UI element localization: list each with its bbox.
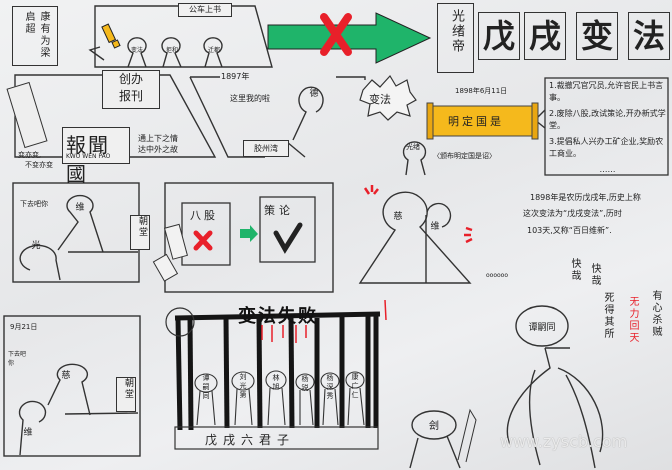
petition-head-label: 变法 <box>130 47 143 54</box>
german-speech: 这里我的啦 <box>230 94 270 103</box>
prisoner-name: 林旭 <box>272 374 280 392</box>
edict-scroll-text: 明定国是 <box>448 115 504 128</box>
coup-head-standing: 慈 <box>61 371 71 381</box>
petition-head-1 <box>127 37 147 68</box>
coup-head-fallen: 维 <box>23 428 33 438</box>
guangxu-head-label: 光绪 <box>406 143 420 151</box>
poem-col: 死得其所 <box>602 292 613 340</box>
newspaper-masthead: 報聞國 KWO WEN PAO <box>62 127 130 186</box>
summary-line1: 1898年是农历戊戌年,历史上称 <box>530 193 641 202</box>
anger-marks <box>363 185 473 244</box>
year-1897: 1897年 <box>221 72 250 81</box>
prisoner-name: 刘光第 <box>239 373 247 400</box>
emperor-label: 光绪帝 <box>449 9 464 54</box>
measure-item: 3.提倡私人兴办工矿企业,奖励农工商业。 <box>549 137 664 158</box>
green-arrow <box>267 12 432 64</box>
cage-base-label: 戊戌六君子 <box>205 433 296 447</box>
cage-heading: 变法失败 <box>238 306 318 327</box>
newspaper-title-line1: 创办 <box>118 72 143 86</box>
reformers-box: 康有为梁启超 <box>12 6 58 66</box>
jiaozhou-bay-label: 胶州湾 <box>243 140 289 157</box>
poem-col: 快哉 <box>569 258 580 282</box>
newspaper-name: 報聞國 <box>66 133 110 186</box>
slogan-line1: 通上下之情 <box>138 134 178 143</box>
petition-head-label: 迁都 <box>207 47 220 54</box>
poem-col: 快哉 <box>589 263 600 287</box>
coup-speech: 下去吧你 <box>8 351 27 367</box>
executioner-head-label: 刽 <box>429 421 439 432</box>
newspaper-title-box: 创办 报刊 <box>102 70 160 109</box>
title-char: 法 <box>628 12 670 60</box>
title-char: 变 <box>576 12 618 60</box>
title-char: 戌 <box>524 12 566 60</box>
prisoner-heads <box>194 370 365 426</box>
prisoner-name: 杨深秀 <box>326 374 334 401</box>
measure-item: …… <box>599 165 616 174</box>
reformers-label: 康有为梁启超 <box>23 11 49 59</box>
coup-date: 9月21日 <box>10 323 38 331</box>
german-head-label: 德 <box>309 89 319 99</box>
panel-edict-frame <box>336 76 366 80</box>
german-figure <box>292 86 324 141</box>
newspaper-pinyin: KWO WEN PAO <box>66 153 111 160</box>
court-head-fallen: 光 <box>31 241 41 251</box>
petition-head-label: 拒和 <box>165 47 178 54</box>
edict-caption: 〈颁布明定国是诏〉 <box>433 152 496 160</box>
tan-head-label: 谭嗣同 <box>528 323 556 333</box>
panel-exam-frame <box>164 182 334 293</box>
prisoner-name: 杨锐 <box>301 375 309 393</box>
court-speech: 下去吧你 <box>20 200 48 208</box>
guangxu-head-label: 维 <box>430 222 440 232</box>
panel-coup-frame <box>3 315 141 457</box>
panel-court-frame <box>12 182 140 283</box>
measure-item: 1.裁撤冗官冗员,允许官民上书言事。 <box>549 81 664 102</box>
check-icon <box>273 222 303 254</box>
summary-line3: 103天,又称“百日维新”. <box>527 226 612 235</box>
exam-new: 策论 <box>264 204 294 217</box>
watermark: www.zyscb.com <box>500 432 628 451</box>
burst-shape <box>359 74 417 121</box>
court-sign: 朝堂 <box>130 215 150 250</box>
edict-date: 1898年6月11日 <box>455 87 508 95</box>
newspaper-title-line2: 报刊 <box>118 89 143 103</box>
red-x-icon <box>320 13 352 56</box>
reject-x-icon <box>193 230 213 251</box>
cixi-head-label: 慈 <box>393 212 403 222</box>
cixi-figure <box>358 191 472 284</box>
coup-sign: 朝堂 <box>116 377 136 412</box>
slogan-line2: 达中外之故 <box>138 145 178 154</box>
poem-col-red: 无力回天 <box>627 296 638 344</box>
blood-drips <box>261 299 387 343</box>
quote-line2: 不变亦变 <box>25 161 53 169</box>
petition-head-2 <box>161 37 182 68</box>
prisoner-name: 康广仁 <box>351 373 359 400</box>
cage <box>174 311 381 431</box>
summary-line2: 这次变法为“戊戌变法”,历时 <box>523 209 622 218</box>
measure-item: 2.废除八股,改试策论,开办新式学堂。 <box>549 109 666 130</box>
exam-arrow-icon <box>240 225 258 242</box>
quote-line1: 变亦变, <box>18 151 42 159</box>
title-char: 戊 <box>478 12 520 60</box>
petition-title: 公车上书 <box>178 3 232 17</box>
tan-sitong-figure <box>506 347 604 453</box>
petition-head-3 <box>203 37 223 68</box>
ellipsis-trail: oooooo <box>486 272 509 279</box>
emperor-box: 光绪帝 <box>437 3 474 73</box>
reform-measures-list: 1.裁撤冗官冗员,允许官民上书言事。 2.废除八股,改试策论,开办新式学堂。 3… <box>549 80 666 180</box>
poem-col: 有心杀贼 <box>650 290 661 338</box>
court-head-standing: 维 <box>75 203 85 213</box>
burst-label: 变法 <box>369 93 391 106</box>
prisoner-name: 谭嗣同 <box>202 374 210 401</box>
exam-old: 八股 <box>190 209 218 222</box>
exclamation-icon <box>101 23 121 49</box>
edict-scroll <box>429 105 536 137</box>
